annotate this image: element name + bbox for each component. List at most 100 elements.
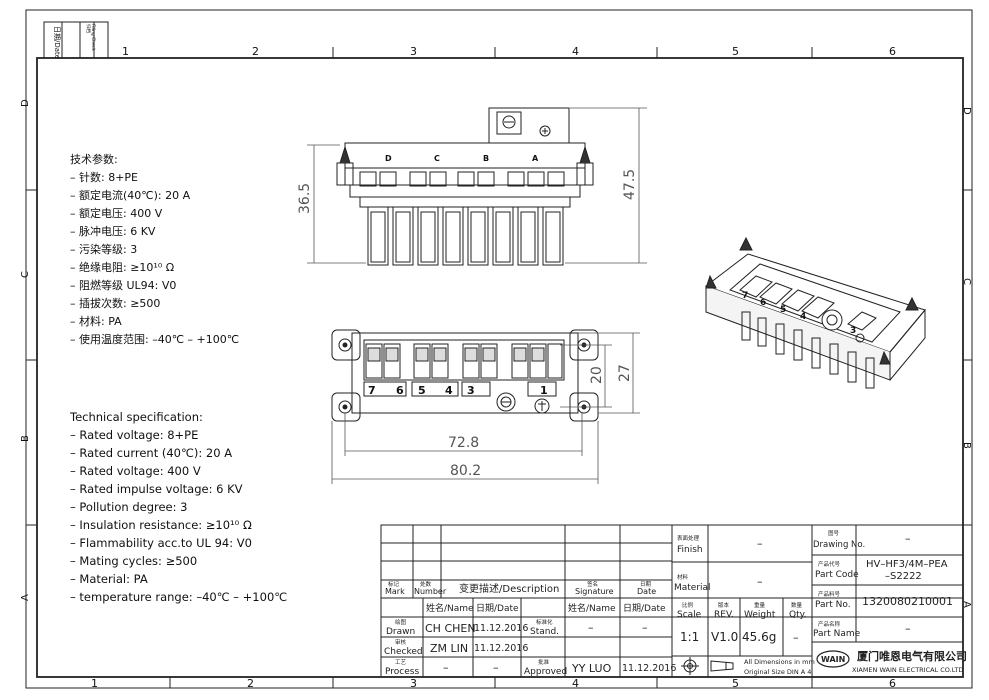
part-code-value-2: –S2222 xyxy=(885,571,922,582)
spec-cn-item: – 绝缘电阻: ≥10¹⁰ Ω xyxy=(70,260,174,274)
top-dim-width-inner: 72.8 xyxy=(448,435,479,451)
part-no-value: 1320080210001 xyxy=(862,595,953,608)
company-logo: WAIN xyxy=(816,650,850,668)
material-label-cn: 材料 xyxy=(677,573,689,581)
rev-number-en: Number xyxy=(414,587,447,596)
spec-cn-block: 技术参数: – 针数: 8+PE – 额定电流(40℃): 20 A – 额定电… xyxy=(70,152,239,346)
zone-top-4: 4 xyxy=(572,45,579,58)
finish-label-cn: 表面处理 xyxy=(677,534,700,542)
front-dim-height: 36.5 xyxy=(297,183,313,214)
top-dim-height-outer: 27 xyxy=(617,364,633,382)
zone-left-b: B xyxy=(20,435,31,442)
company-name-en: XIAMEN WAIN ELECTRICAL CO.LTD xyxy=(852,666,963,674)
finish-value: – xyxy=(757,537,763,550)
zone-left-d: D xyxy=(20,99,31,107)
zone-left-c: C xyxy=(20,271,31,278)
zone-right-c: C xyxy=(961,278,972,285)
weight-label-en: Weight xyxy=(744,610,776,620)
spec-cn-item: – 额定电流(40℃): 20 A xyxy=(70,188,191,202)
approved-date: 11.12.2016 xyxy=(622,663,676,674)
spec-cn-item: – 针数: 8+PE xyxy=(70,170,138,184)
part-code-label-en: Part Code xyxy=(815,570,859,580)
front-view-pins xyxy=(359,171,565,187)
spec-en-item: – Material: PA xyxy=(70,572,148,586)
spec-cn-item: – 材料: PA xyxy=(70,314,122,328)
rev-mark-cn: 标记 xyxy=(388,580,400,588)
drawn-date: 11.12.2016 xyxy=(474,623,528,634)
standard-label-en: Stand. xyxy=(530,627,559,637)
top-pin-7: 7 xyxy=(368,384,376,397)
process-date: – xyxy=(493,661,499,674)
approved-label-en: Approved xyxy=(524,667,567,677)
corner-date-label: 日期/Date xyxy=(53,26,61,59)
company-name-cn: 厦门唯恩电气有限公司 xyxy=(857,649,967,663)
spec-en-item: – Insulation resistance: ≥10¹⁰ Ω xyxy=(70,518,252,532)
front-letter-a: A xyxy=(532,154,539,163)
iso-pin-3: 3 xyxy=(850,326,856,336)
rev-date-cn: 日期 xyxy=(640,581,652,588)
filing-corner-box: 日期/Date 归档 Filing Check xyxy=(43,21,109,59)
top-pin-3: 3 xyxy=(467,384,475,397)
top-pin-5: 5 xyxy=(418,384,426,397)
zone-bottom-1: 1 xyxy=(91,677,98,690)
rev-label-en: REV. xyxy=(714,610,734,620)
drawn-label-en: Drawn xyxy=(386,627,415,637)
front-view-contact-legs xyxy=(367,206,564,266)
scale-label-en: Scale xyxy=(677,610,702,620)
checked-date: 11.12.2016 xyxy=(474,643,528,654)
qty-label-en: Qty. xyxy=(789,610,807,620)
part-no-label-cn: 产品料号 xyxy=(818,590,841,598)
spec-cn-item: – 污染等级: 3 xyxy=(70,242,137,256)
zone-left-a: A xyxy=(20,594,31,601)
dims-note-2: Original Size DIN A 4 xyxy=(744,668,811,676)
spec-cn-item: – 阻燃等级 UL94: V0 xyxy=(70,278,176,292)
approved-label-cn: 批准 xyxy=(538,658,550,666)
spec-en-item: – Mating cycles: ≥500 xyxy=(70,554,197,568)
spec-en-item: – Rated impulse voltage: 6 KV xyxy=(70,482,243,496)
sign-header-name-2: 姓名/Name xyxy=(568,602,616,614)
checked-label-en: Checked xyxy=(384,647,423,657)
iso-contact-legs xyxy=(741,311,875,389)
front-letter-b: B xyxy=(483,154,489,163)
part-no-label-en: Part No. xyxy=(815,600,851,610)
material-label-en: Material xyxy=(674,583,711,593)
zone-bottom-4: 4 xyxy=(572,677,579,690)
part-code-value-1: HV–HF3/4M–PEA xyxy=(866,559,948,570)
iso-pin-6: 6 xyxy=(760,298,766,308)
title-block xyxy=(380,524,964,678)
front-dim-lines xyxy=(307,107,647,264)
spec-en-item: – temperature range: –40℃ – +100℃ xyxy=(70,590,287,604)
drawn-name: CH CHEN xyxy=(425,622,476,635)
part-name-value: – xyxy=(905,622,911,635)
process-label-cn: 工艺 xyxy=(395,659,407,666)
zone-bottom-2: 2 xyxy=(247,677,254,690)
zone-bottom-5: 5 xyxy=(732,677,739,690)
drawing-no-label-cn: 图号 xyxy=(828,529,840,537)
iso-pin-7: 7 xyxy=(742,291,748,301)
top-pin-1: 1 xyxy=(540,384,548,397)
spec-en-item: – Pollution degree: 3 xyxy=(70,500,187,514)
top-dim-lines xyxy=(331,332,640,484)
rev-signature-cn: 签名 xyxy=(587,580,598,588)
checked-name: ZM LIN xyxy=(430,642,468,655)
drawing-no-value: – xyxy=(905,532,911,545)
zone-top-5: 5 xyxy=(732,45,739,58)
projection-symbol-icon xyxy=(681,657,734,675)
standard-label-cn: 标准化 xyxy=(536,618,553,626)
scale-value: 1:1 xyxy=(680,630,699,644)
spec-en-block: Technical specification: – Rated voltage… xyxy=(69,410,287,604)
spec-cn-item: – 额定电压: 400 V xyxy=(70,206,163,220)
front-view xyxy=(336,107,594,266)
iso-pin-slots xyxy=(739,275,877,331)
corner-check-cn: 归档 xyxy=(85,24,92,33)
sign-header-date: 日期/Date xyxy=(476,603,519,614)
weight-value: 45.6g xyxy=(742,630,776,644)
rev-label-cn: 版本 xyxy=(718,601,730,609)
top-pin-6: 6 xyxy=(396,384,404,397)
iso-pin-5: 5 xyxy=(780,305,786,315)
scale-label-cn: 比例 xyxy=(682,601,694,609)
checked-label-cn: 审核 xyxy=(395,638,407,646)
approved-name: YY LUO xyxy=(571,662,612,675)
spec-cn-item: – 使用温度范围: –40℃ – +100℃ xyxy=(70,332,239,346)
process-label-en: Process xyxy=(385,667,419,677)
